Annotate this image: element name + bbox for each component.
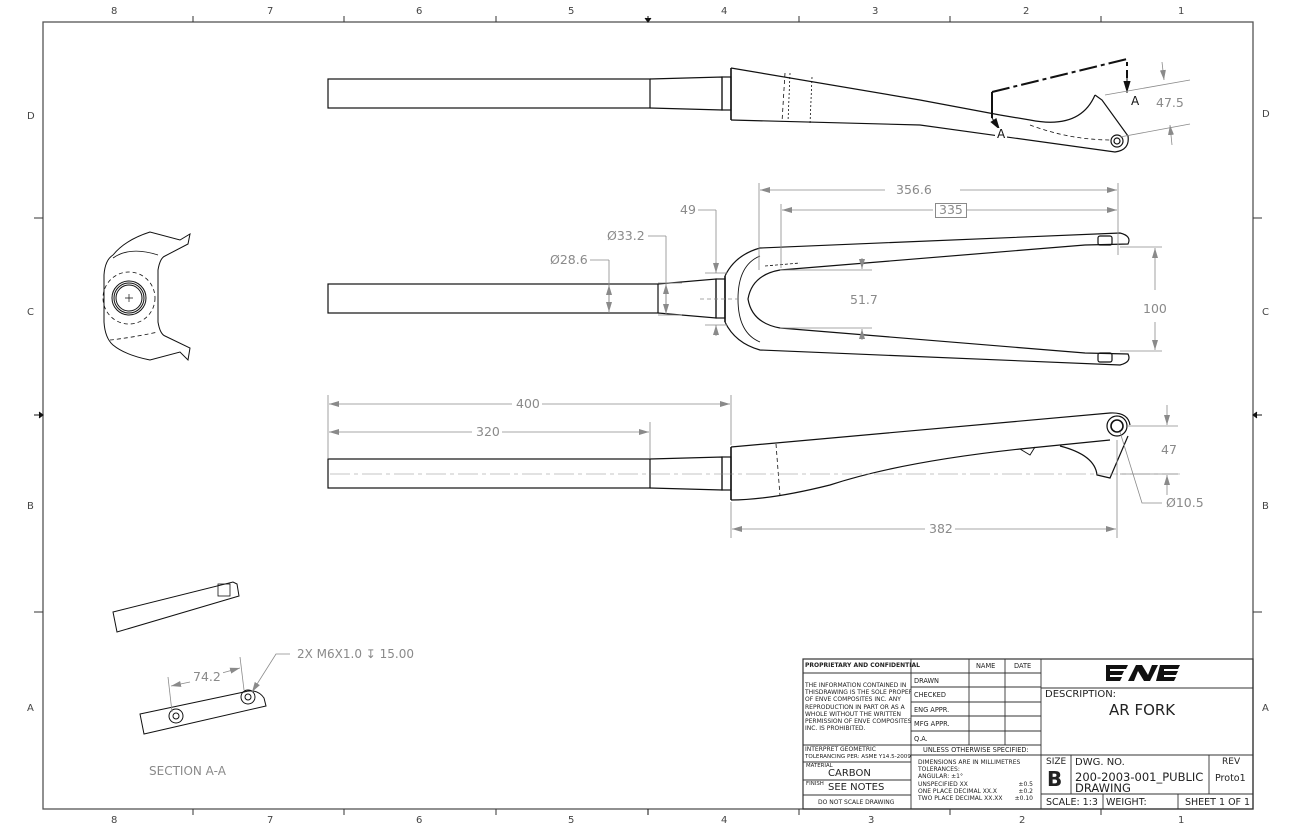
dim-overall-length: 356.6 xyxy=(894,182,934,197)
do-not-scale: DO NOT SCALE DRAWING xyxy=(818,799,895,806)
dim-rake: 47 xyxy=(1159,442,1179,457)
zone-label: 3 xyxy=(872,6,879,17)
zone-label: 2 xyxy=(1019,815,1026,826)
rev-value: Proto1 xyxy=(1215,773,1246,784)
section-marker-left: A xyxy=(995,127,1008,141)
zone-label: 1 xyxy=(1178,815,1185,826)
zone-label: 7 xyxy=(267,815,274,826)
finish-value: SEE NOTES xyxy=(828,782,885,793)
zone-label: 1 xyxy=(1178,6,1185,17)
section-label: SECTION A-A xyxy=(149,764,226,778)
dim-basic-length: 335 xyxy=(935,203,967,218)
hole-callout: 2X M6X1.0 ↧ 15.00 xyxy=(297,647,414,661)
description-value: AR FORK xyxy=(1109,701,1176,719)
zone-label: 8 xyxy=(111,6,118,17)
zone-label: 5 xyxy=(568,815,575,826)
tolerances: DIMENSIONS ARE IN MILLIMETRES TOLERANCES… xyxy=(918,759,1033,803)
zone-label: C xyxy=(27,307,34,318)
zone-label: A xyxy=(27,703,34,714)
zone-label: 7 xyxy=(267,6,274,17)
dim-axle-spacing: 100 xyxy=(1141,301,1169,316)
zone-label: B xyxy=(27,501,34,512)
finish-label: FINISH xyxy=(806,781,824,787)
zone-label: 4 xyxy=(721,6,728,17)
scale: SCALE: 1:3 xyxy=(1046,797,1098,808)
zone-label: 5 xyxy=(568,6,575,17)
row-mfg-appr: MFG APPR. xyxy=(914,720,950,728)
section-view xyxy=(112,581,290,735)
proprietary-title: PROPRIETARY AND CONFIDENTIAL xyxy=(805,662,920,669)
enve-logo xyxy=(1106,665,1180,681)
material-value: CARBON xyxy=(828,768,871,779)
zone-label: D xyxy=(1262,109,1270,120)
rev-label: REV xyxy=(1222,757,1241,767)
zone-label: D xyxy=(27,111,35,122)
dwg-no-line1: 200-2003-001_PUBLIC xyxy=(1075,770,1204,784)
dim-dropout-dia: Ø10.5 xyxy=(1164,495,1206,510)
dwg-no-line2: DRAWING xyxy=(1075,782,1131,794)
zone-label: 3 xyxy=(868,815,875,826)
dim-crown-race: 49 xyxy=(678,202,698,217)
zone-label: 8 xyxy=(111,815,118,826)
front-view xyxy=(327,183,1162,366)
dim-offset: 47.5 xyxy=(1154,95,1186,110)
proprietary-text: THE INFORMATION CONTAINED IN THISDRAWING… xyxy=(805,682,911,733)
size-label: SIZE xyxy=(1046,757,1067,767)
row-qa: Q.A. xyxy=(914,735,928,743)
size-value: B xyxy=(1047,767,1063,791)
dim-steerer-dia: Ø28.6 xyxy=(548,252,590,267)
zone-label: 6 xyxy=(416,6,423,17)
top-view xyxy=(327,57,1191,153)
zone-label: 4 xyxy=(721,815,728,826)
end-view xyxy=(102,231,191,362)
dim-steerer-length: 400 xyxy=(514,396,542,411)
sheet-border xyxy=(34,16,1262,815)
dim-hole-spacing: 74.2 xyxy=(191,669,223,684)
dim-crown-clearance: 51.7 xyxy=(848,292,880,307)
row-eng-appr: ENG APPR. xyxy=(914,706,950,714)
title-block-lines xyxy=(802,658,1254,810)
zone-label: 6 xyxy=(416,815,423,826)
material-label: MATERIAL xyxy=(806,763,833,769)
dwg-no-label: DWG. NO. xyxy=(1075,757,1125,768)
side-view xyxy=(327,395,1180,538)
zone-label: A xyxy=(1262,703,1269,714)
col-name: NAME xyxy=(976,662,996,670)
gdt-line1: INTERPRET GEOMETRIC xyxy=(805,746,876,753)
zone-label: C xyxy=(1262,307,1269,318)
gdt-line2: TOLERANCING PER: ASME Y14.5-2009 xyxy=(805,754,911,760)
sheet-number: SHEET 1 OF 1 xyxy=(1185,797,1251,808)
dim-crown-dia: Ø33.2 xyxy=(605,228,647,243)
zone-label: B xyxy=(1262,501,1269,512)
description-label: DESCRIPTION: xyxy=(1045,689,1117,700)
dim-axle-to-crown: 382 xyxy=(927,521,955,536)
section-marker-right: A xyxy=(1129,94,1142,108)
col-date: DATE xyxy=(1014,662,1032,670)
unless-specified: UNLESS OTHERWISE SPECIFIED: xyxy=(923,746,1029,754)
zone-label: 2 xyxy=(1023,6,1030,17)
dim-taper-start: 320 xyxy=(474,424,502,439)
row-checked: CHECKED xyxy=(914,691,946,699)
row-drawn: DRAWN xyxy=(914,677,939,685)
weight: WEIGHT: xyxy=(1106,797,1147,808)
